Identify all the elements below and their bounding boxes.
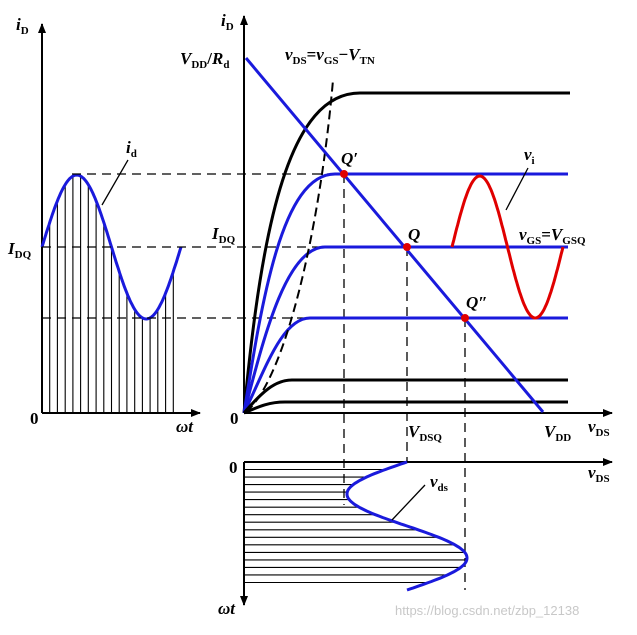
q-point-lower <box>461 314 469 322</box>
curve-low <box>242 378 568 414</box>
input-signal-label: vi <box>524 145 535 167</box>
idq-label: IDQ <box>211 224 236 246</box>
bottom-hatching <box>244 468 467 584</box>
left-id-wave <box>40 173 183 321</box>
load-line <box>244 57 545 413</box>
q-point-upper <box>340 170 348 178</box>
bottom-wave-label: vds <box>430 472 449 494</box>
bottom-plot: vds 0 vDS ωt <box>218 458 613 618</box>
bottom-y-axis-label: ωt <box>218 599 236 618</box>
intercept-label: VDD/Rd <box>180 49 229 71</box>
bottom-x-axis-label: vDS <box>588 463 610 485</box>
curve-q-lower <box>242 316 568 414</box>
main-origin: 0 <box>230 409 239 428</box>
main-y-axis-label: iD <box>221 11 234 33</box>
curve-q-mid <box>242 245 568 414</box>
left-hatching <box>49 176 174 413</box>
left-x-axis-label: ωt <box>176 417 194 436</box>
bias-label: vGS=VGSQ <box>519 225 586 247</box>
bottom-origin: 0 <box>229 458 238 477</box>
left-y-axis-label: iD <box>16 15 29 37</box>
curve-q-upper <box>242 172 568 414</box>
left-level-label: IDQ <box>7 239 32 261</box>
vdd-label: VDD <box>544 422 571 444</box>
left-wave-leader <box>101 159 129 206</box>
boundary-label: vDS=vGS−VTN <box>285 45 375 67</box>
q-upper-label: Q′ <box>341 149 358 168</box>
input-signal-leader <box>505 167 529 211</box>
left-wave-label: id <box>126 138 137 160</box>
q-point-mid <box>403 243 411 251</box>
bottom-wave-leader <box>391 484 426 521</box>
vdsq-label: VDSQ <box>408 422 442 444</box>
saturation-boundary <box>245 79 334 413</box>
q-mid-label: Q <box>408 225 420 244</box>
input-signal-wave <box>450 174 565 320</box>
main-plot: iD VDD/Rd vDS=vGS−VTN Q′ Q Q″ vi vGS=VGS… <box>180 11 613 444</box>
left-plot: iD id IDQ 0 ωt <box>7 15 201 436</box>
curve-bottom <box>243 400 568 415</box>
bottom-vds-wave <box>345 460 469 592</box>
curve-top <box>242 91 570 414</box>
watermark: https://blog.csdn.net/zbp_12138 <box>395 603 579 618</box>
q-lower-label: Q″ <box>466 293 488 312</box>
left-origin: 0 <box>30 409 39 428</box>
main-x-axis-label: vDS <box>588 417 610 439</box>
